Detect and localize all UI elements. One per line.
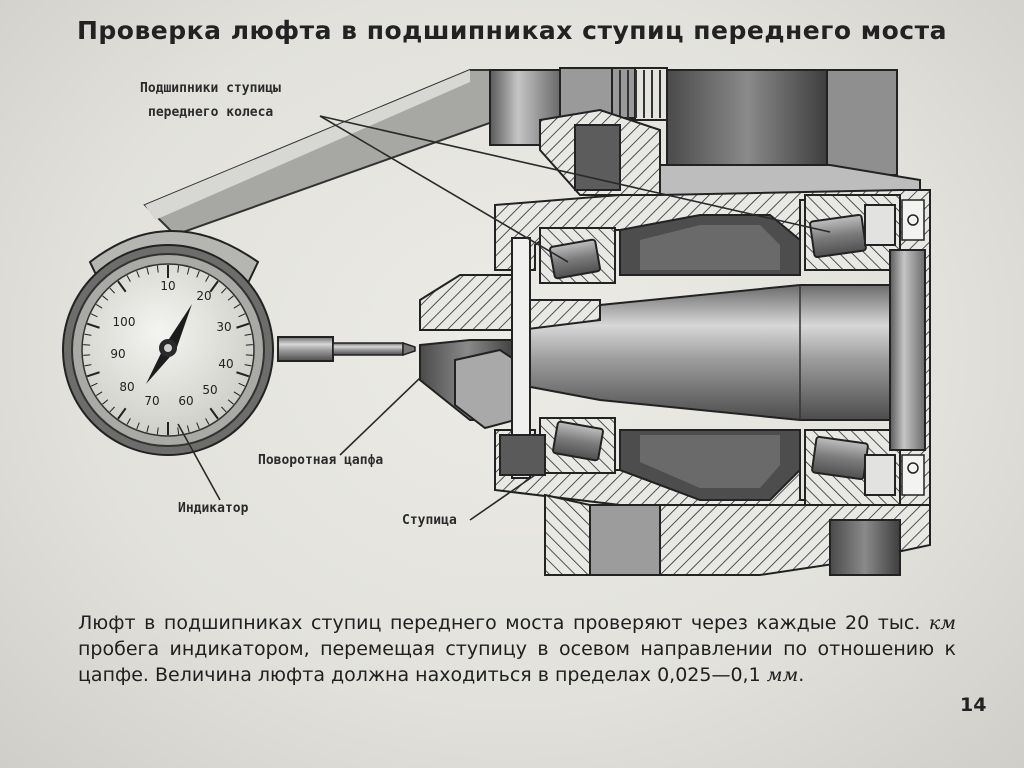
label-hub: Ступица bbox=[402, 513, 457, 528]
dial-tick bbox=[244, 364, 252, 367]
inner-bearing bbox=[539, 227, 616, 474]
dial-tick bbox=[90, 313, 98, 318]
dial-tick bbox=[227, 399, 234, 405]
dial-tick bbox=[196, 270, 200, 278]
scale-10: 10 bbox=[160, 279, 175, 293]
page-number: 14 bbox=[960, 694, 987, 716]
dial-tick bbox=[126, 275, 131, 282]
indicator-plunger bbox=[277, 336, 416, 362]
dial-tick bbox=[177, 427, 180, 435]
scale-100: 100 bbox=[113, 315, 136, 329]
caption-part3: . bbox=[798, 664, 805, 686]
dial-tick bbox=[186, 425, 190, 433]
hub-housing bbox=[494, 189, 931, 521]
dial-ticks bbox=[83, 265, 253, 435]
dial-tick bbox=[236, 322, 250, 329]
scale-50: 50 bbox=[202, 383, 217, 397]
dial-tick bbox=[233, 304, 241, 309]
dial-tick bbox=[205, 418, 210, 425]
dial-indicator: 10 20 30 40 50 60 70 80 90 100 bbox=[62, 230, 274, 456]
scale-30: 30 bbox=[216, 320, 231, 334]
dial-tick bbox=[205, 275, 210, 282]
dial-tick bbox=[102, 295, 109, 301]
caption-part1: Люфт в подшипниках ступиц переднего мост… bbox=[78, 612, 929, 634]
dial-tick bbox=[196, 422, 200, 430]
dial-tick bbox=[177, 265, 180, 273]
knuckle-upper-housing bbox=[489, 67, 921, 196]
dial-tick bbox=[126, 418, 131, 425]
label-bearings-line1: Подшипники ступицы bbox=[140, 81, 281, 96]
dial-tick bbox=[227, 295, 234, 301]
scale-20: 20 bbox=[196, 289, 211, 303]
dial-tick bbox=[136, 270, 140, 278]
scale-80: 80 bbox=[119, 380, 134, 394]
caption-unit-km: км bbox=[928, 612, 956, 634]
dial-tick bbox=[86, 371, 100, 378]
page-title: Проверка люфта в подшипниках ступиц пере… bbox=[76, 16, 947, 45]
dial-tick bbox=[238, 313, 246, 318]
dial-tick bbox=[84, 333, 92, 336]
hub-lower-flange bbox=[544, 493, 931, 576]
dial-scale-labels: 10 20 30 40 50 60 70 80 90 100 bbox=[110, 279, 233, 408]
dial-tick bbox=[90, 382, 98, 387]
scale-60: 60 bbox=[178, 394, 193, 408]
caption-unit-mm: мм bbox=[766, 664, 799, 686]
dial-tick bbox=[95, 391, 103, 396]
dial-tick bbox=[209, 407, 219, 420]
dial-tick bbox=[95, 304, 103, 309]
spindle-shaft bbox=[519, 249, 926, 451]
label-knuckle: Поворотная цапфа bbox=[258, 453, 384, 468]
outer-bearing bbox=[804, 194, 901, 506]
dial-tick bbox=[244, 333, 252, 336]
dial-tick bbox=[146, 267, 150, 275]
dial-tick bbox=[146, 425, 150, 433]
dial-tick bbox=[102, 399, 109, 405]
label-indicator: Индикатор bbox=[178, 501, 249, 516]
leader-lines bbox=[177, 115, 831, 521]
label-bearings-line2: переднего колеса bbox=[148, 105, 274, 120]
caption-text: Люфт в подшипниках ступиц переднего мост… bbox=[78, 610, 956, 688]
dial-tick bbox=[84, 364, 92, 367]
dial-tick bbox=[156, 265, 159, 273]
dial-tick bbox=[156, 427, 159, 435]
scale-90: 90 bbox=[110, 347, 125, 361]
dial-tick bbox=[86, 322, 100, 329]
dial-tick bbox=[236, 371, 250, 378]
scale-70: 70 bbox=[144, 394, 159, 408]
dial-tick bbox=[233, 391, 241, 396]
dial-tick bbox=[109, 287, 115, 294]
dial-tick bbox=[117, 280, 127, 293]
caption-part2: пробега индикатором, перемещая ступицу в… bbox=[78, 638, 956, 686]
scale-40: 40 bbox=[218, 357, 233, 371]
dial-tick bbox=[221, 406, 227, 413]
dial-tick bbox=[117, 407, 127, 420]
right-lock-ring bbox=[901, 199, 925, 496]
dial-tick bbox=[221, 287, 227, 294]
dial-tick bbox=[136, 422, 140, 430]
hub-cap bbox=[419, 237, 601, 479]
dial-tick bbox=[109, 406, 115, 413]
dial-tick bbox=[186, 267, 190, 275]
dial-tick bbox=[238, 382, 246, 387]
dial-tick bbox=[209, 280, 219, 293]
